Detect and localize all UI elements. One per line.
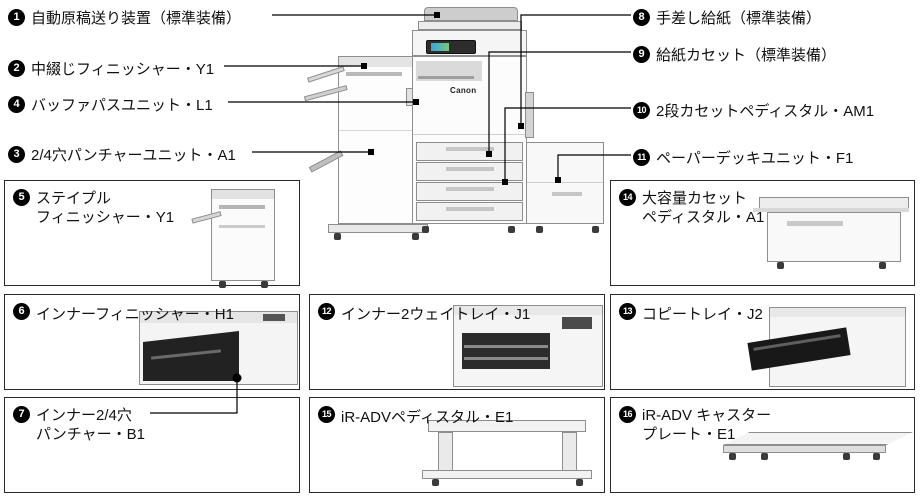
finisher-output-slot bbox=[346, 72, 402, 76]
finisher-base bbox=[328, 224, 428, 233]
option-box-header: 13 コピートレイ・J2 bbox=[619, 303, 763, 324]
callout-label: 2/4穴パンチャーユニット・A1 bbox=[31, 147, 236, 164]
canon-logo: Canon bbox=[450, 86, 477, 95]
option-box-header: 12 インナー2ウェイトレイ・J1 bbox=[318, 303, 530, 324]
number-badge: 14 bbox=[619, 189, 636, 206]
staple-finisher-image bbox=[5, 181, 299, 288]
option-label-line2: プレート・E1 bbox=[642, 426, 736, 443]
number-badge: 11 bbox=[633, 149, 650, 166]
callout-label: 中綴じフィニッシャー・Y1 bbox=[31, 61, 215, 78]
callout-saddle-finisher: 2 中綴じフィニッシャー・Y1 bbox=[8, 58, 214, 79]
callout-auto-document-feeder: 1 自動原稿送り装置（標準装備） bbox=[8, 7, 241, 28]
option-box-header: 5 ステイプル フィニッシャー・Y1 bbox=[13, 189, 174, 227]
number-badge: 5 bbox=[13, 189, 30, 206]
adf-feeder bbox=[424, 7, 518, 21]
finisher-tower bbox=[338, 56, 414, 224]
callout-puncher-unit: 3 2/4穴パンチャーユニット・A1 bbox=[8, 144, 236, 165]
number-badge: 9 bbox=[633, 46, 650, 63]
caster bbox=[422, 226, 429, 233]
high-capacity-pedestal-image bbox=[611, 181, 914, 285]
inner-finisher-image bbox=[5, 295, 299, 389]
cassette-handle bbox=[446, 207, 494, 211]
callout-label: 2段カセットペディスタル・AM1 bbox=[656, 103, 875, 120]
option-box-inner-finisher: 6 インナーフィニッシャー・H1 bbox=[4, 294, 300, 390]
option-label-line2: ペディスタル・A1 bbox=[642, 209, 765, 226]
number-badge: 1 bbox=[8, 9, 25, 26]
inner-2way-tray-image bbox=[310, 295, 604, 389]
option-box-caster-plate: 16 iR-ADV キャスター プレート・E1 bbox=[610, 397, 915, 493]
option-label-line2: パンチャー・B1 bbox=[36, 426, 145, 443]
option-box-header: 7 インナー2/4穴 パンチャー・B1 bbox=[13, 406, 145, 444]
control-panel-screen bbox=[431, 43, 449, 51]
number-badge: 13 bbox=[619, 303, 636, 320]
caster bbox=[508, 226, 515, 233]
number-badge: 10 bbox=[633, 102, 650, 119]
cassette-handle bbox=[446, 167, 494, 171]
cassette-handle bbox=[446, 187, 494, 191]
number-badge: 2 bbox=[8, 60, 25, 77]
option-label-line1: インナー2ウェイトレイ・J1 bbox=[341, 306, 531, 323]
finisher-tower-seam bbox=[339, 130, 413, 131]
callout-manual-feed: 8 手差し給紙（標準装備） bbox=[633, 7, 821, 28]
option-label-line1: ステイプル bbox=[36, 190, 112, 207]
printer-illustration: Canon bbox=[300, 0, 630, 240]
callout-cassette-pedestal: 10 2段カセットペディスタル・AM1 bbox=[633, 100, 874, 121]
option-box-inner-puncher: 7 インナー2/4穴 パンチャー・B1 bbox=[4, 397, 300, 493]
pedestal-image bbox=[310, 398, 604, 492]
option-box-header: 15 iR-ADVペディスタル・E1 bbox=[318, 406, 513, 427]
paper-cassette-3 bbox=[416, 182, 523, 201]
option-box-inner-2way-tray: 12 インナー2ウェイトレイ・J1 bbox=[309, 294, 605, 390]
callout-label: ペーパーデッキユニット・F1 bbox=[656, 150, 854, 167]
paper-deck-unit bbox=[526, 142, 604, 224]
paper-cassette-2 bbox=[416, 162, 523, 181]
number-badge: 15 bbox=[318, 406, 335, 423]
caster bbox=[334, 233, 341, 240]
callout-label: バッファパスユニット・L1 bbox=[31, 97, 213, 114]
body-seam bbox=[413, 134, 526, 135]
number-badge: 6 bbox=[13, 303, 30, 320]
option-box-header: 14 大容量カセット ペディスタル・A1 bbox=[619, 189, 764, 227]
number-badge: 12 bbox=[318, 303, 335, 320]
callout-label: 給紙カセット（標準装備） bbox=[656, 47, 837, 64]
number-badge: 8 bbox=[633, 9, 650, 26]
option-box-staple-finisher: 5 ステイプル フィニッシャー・Y1 bbox=[4, 180, 300, 288]
number-badge: 7 bbox=[13, 406, 30, 423]
callout-paper-deck-unit: 11 ペーパーデッキユニット・F1 bbox=[633, 147, 853, 168]
option-box-high-capacity-pedestal: 14 大容量カセット ペディスタル・A1 bbox=[610, 180, 915, 286]
output-slot bbox=[418, 76, 474, 79]
caster bbox=[536, 226, 543, 233]
option-label-line1: インナー2/4穴 bbox=[36, 407, 132, 424]
copy-tray-image bbox=[611, 295, 914, 389]
manual-feed-tray bbox=[525, 92, 534, 138]
deck-seam bbox=[527, 182, 603, 183]
callout-buffer-pass-unit: 4 バッファパスユニット・L1 bbox=[8, 94, 213, 115]
option-label-line1: 大容量カセット bbox=[642, 190, 748, 207]
option-label-line1: iR-ADV キャスター bbox=[642, 407, 772, 424]
option-box-pedestal: 15 iR-ADVペディスタル・E1 bbox=[309, 397, 605, 493]
paper-cassette-4 bbox=[416, 202, 523, 221]
option-label-line1: インナーフィニッシャー・H1 bbox=[36, 306, 234, 323]
callout-label: 自動原稿送り装置（標準装備） bbox=[31, 10, 242, 27]
option-label-line1: コピートレイ・J2 bbox=[642, 306, 763, 323]
caster-plate-image bbox=[611, 398, 914, 492]
option-box-header: 6 インナーフィニッシャー・H1 bbox=[13, 303, 234, 324]
caster bbox=[412, 233, 419, 240]
callout-label: 手差し給紙（標準装備） bbox=[656, 10, 822, 27]
option-box-header: 16 iR-ADV キャスター プレート・E1 bbox=[619, 406, 771, 444]
number-badge: 16 bbox=[619, 406, 636, 423]
option-box-copy-tray: 13 コピートレイ・J2 bbox=[610, 294, 915, 390]
callout-paper-cassette: 9 給紙カセット（標準装備） bbox=[633, 44, 836, 65]
cassette-handle bbox=[446, 147, 494, 151]
caster bbox=[592, 226, 599, 233]
adf-tray bbox=[418, 21, 522, 30]
finisher-tower-cap bbox=[339, 57, 413, 67]
option-label-line1: iR-ADVペディスタル・E1 bbox=[341, 409, 514, 426]
number-badge: 4 bbox=[8, 96, 25, 113]
paper-cassette-1 bbox=[416, 142, 523, 161]
option-label-line2: フィニッシャー・Y1 bbox=[36, 209, 175, 226]
deck-handle bbox=[552, 192, 582, 196]
number-badge: 3 bbox=[8, 146, 25, 163]
